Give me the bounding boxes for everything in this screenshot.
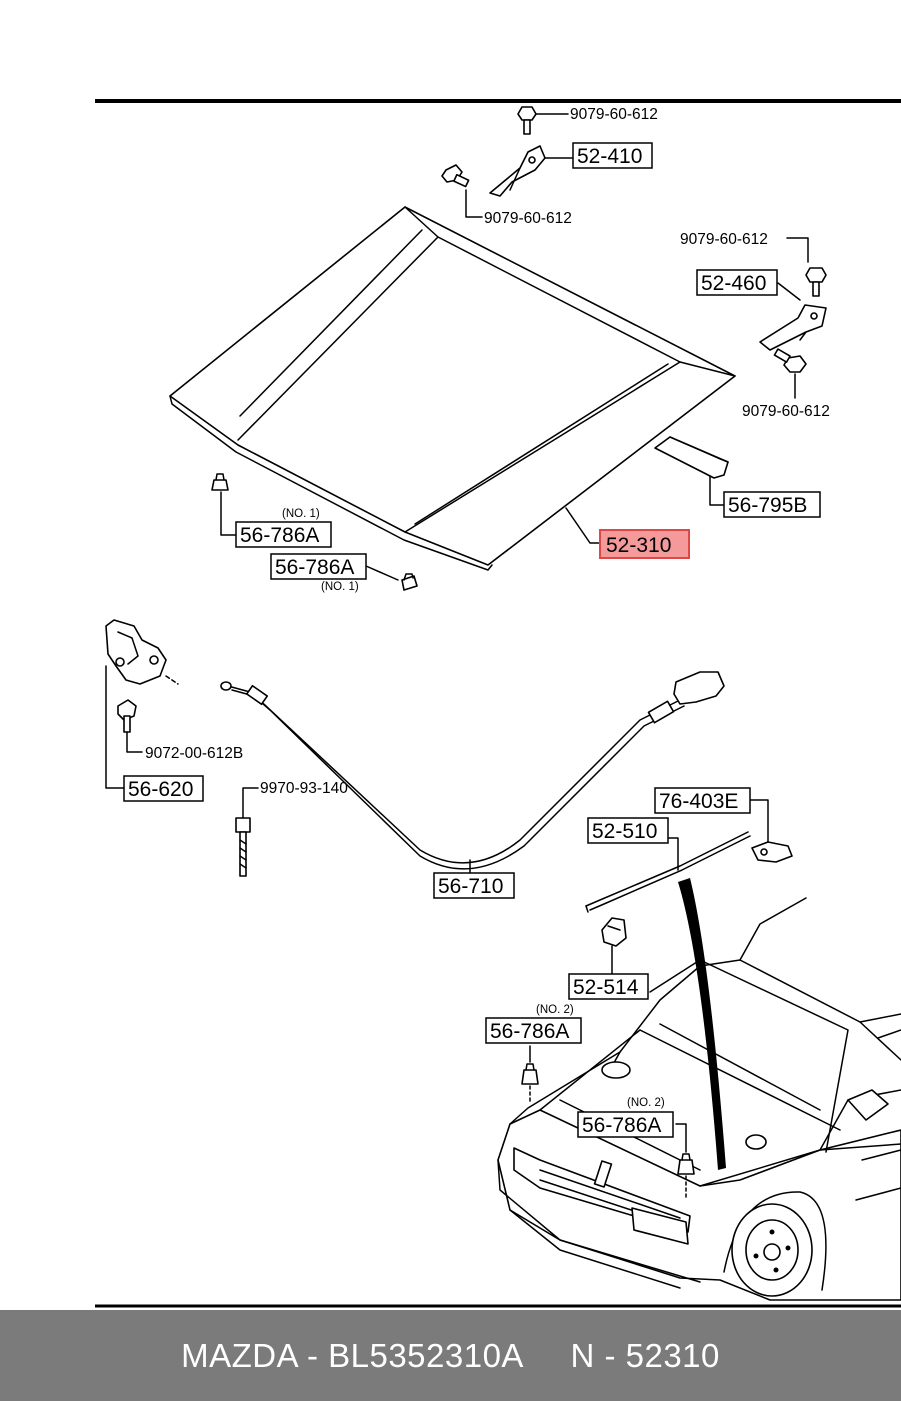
label-56-786a-low1[interactable]: 56-786A <box>490 1020 569 1043</box>
partnum-latch-bolt[interactable]: 9072-00-612B <box>145 745 243 762</box>
partnum-right-hinge-bolt-top[interactable]: 9079-60-612 <box>680 231 768 248</box>
hood-weatherstrip <box>654 436 729 479</box>
label-52-410[interactable]: 52-410 <box>577 145 642 168</box>
label-box-56-786a-top <box>235 521 332 548</box>
hood-hinge-right <box>759 304 827 351</box>
label-box-52-514 <box>568 973 649 1000</box>
footer-bar: MAZDA - BL5352310A N - 52310 <box>0 1310 901 1401</box>
leader-bumper-lower <box>365 565 399 581</box>
label-56-786a-low2[interactable]: 56-786A <box>582 1114 661 1137</box>
label-box-56-795b <box>723 491 821 518</box>
footer-part-info: MAZDA - BL5352310A N - 52310 <box>181 1336 720 1374</box>
bolt-right-hinge-top <box>805 267 827 297</box>
leader-52-460 <box>777 282 801 301</box>
label-52-460[interactable]: 52-460 <box>701 272 766 295</box>
leader-right-top-bolt <box>786 237 809 263</box>
label-box-56-620 <box>123 775 204 802</box>
leader-52-310 <box>565 507 601 544</box>
label-76-403e[interactable]: 76-403E <box>659 790 738 813</box>
label-56-710[interactable]: 56-710 <box>438 875 503 898</box>
label-56-786a-top[interactable]: 56-786A <box>240 524 319 547</box>
bolt-left-hinge <box>441 164 470 188</box>
hood-bumper-lower <box>401 573 418 591</box>
leader-latch-bolt <box>126 731 143 753</box>
partnum-top-bolt[interactable]: 9079-60-612 <box>570 106 658 123</box>
hood-latch <box>105 619 179 685</box>
label-52-510[interactable]: 52-510 <box>592 820 657 843</box>
parts-diagram: 52-410 52-460 56-795B 52-310 56-786A 56-… <box>95 99 901 1308</box>
stay-clip <box>601 917 627 947</box>
label-56-795b[interactable]: 56-795B <box>728 494 807 517</box>
label-box-52-510 <box>587 817 669 844</box>
hood-stay-installed <box>678 878 726 1170</box>
label-52-514[interactable]: 52-514 <box>573 976 639 999</box>
leader-56-620 <box>105 665 125 789</box>
partnum-right-hinge-bolt-bottom[interactable]: 9079-60-612 <box>742 403 830 420</box>
leader-left-bolt <box>465 189 483 218</box>
leader-stay-screw <box>242 787 259 819</box>
label-box-56-786a-low2 <box>577 1111 674 1138</box>
leader-76-403e <box>749 799 769 843</box>
note-no1-top: (NO. 1) <box>282 508 320 520</box>
label-box-52-310-highlighted <box>599 529 690 559</box>
stay-holder <box>751 841 793 863</box>
label-box-56-786a-mid <box>270 553 367 580</box>
hood-stay-screw <box>235 817 251 877</box>
label-56-786a-mid[interactable]: 56-786A <box>275 556 354 579</box>
label-box-52-460 <box>696 269 778 296</box>
bolt-top-hinge <box>517 106 537 135</box>
label-52-310[interactable]: 52-310 <box>606 534 671 557</box>
bolt-right-hinge-bottom <box>773 348 807 373</box>
leader-52-510 <box>667 837 679 871</box>
hood-stay-rod <box>585 831 751 913</box>
label-box-52-410 <box>572 142 653 169</box>
hood-bumper-car-left <box>521 1063 539 1085</box>
label-box-56-710 <box>433 872 515 899</box>
leader-bumper-upper <box>220 491 237 536</box>
label-box-56-786a-low1 <box>485 1017 582 1044</box>
hood-bumper-upper <box>211 473 229 491</box>
partnum-stay-screw[interactable]: 9970-93-140 <box>260 780 348 797</box>
hood-bumper-car-right <box>677 1153 695 1175</box>
label-box-76-403e <box>654 787 751 814</box>
partnum-left-hinge-bolt[interactable]: 9079-60-612 <box>484 210 572 227</box>
car-illustration <box>497 897 901 1301</box>
note-no1-mid: (NO. 1) <box>321 581 359 593</box>
hood-release-cable <box>220 671 725 870</box>
hood-panel <box>169 206 736 571</box>
label-56-620[interactable]: 56-620 <box>128 778 193 801</box>
leader-bumper-car-right <box>675 1123 687 1153</box>
note-no2-low2: (NO. 2) <box>627 1097 665 1109</box>
hood-hinge-left <box>489 145 546 197</box>
leader-56-795b <box>709 475 725 506</box>
note-no2-low1: (NO. 2) <box>536 1004 574 1016</box>
bolt-latch <box>117 699 137 733</box>
